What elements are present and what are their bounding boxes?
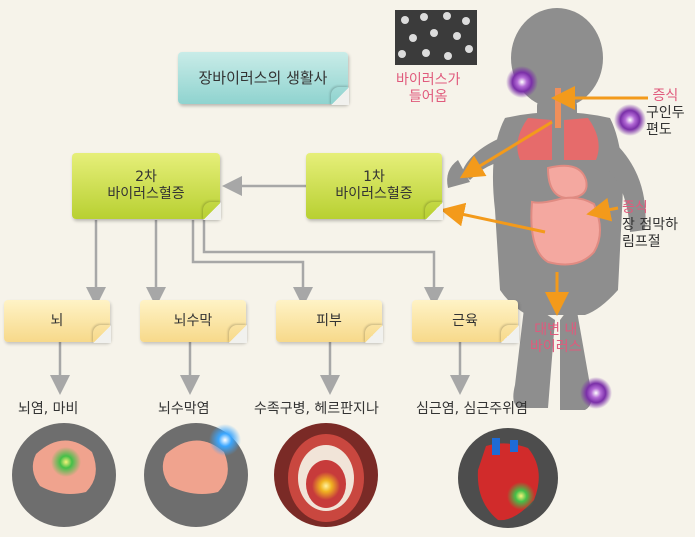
secondary-viremia-box: 2차 바이러스혈증 [72, 153, 221, 220]
brain-illustration-2 [144, 423, 248, 527]
virus-photo [395, 10, 477, 65]
entry-line2: 들어옴 [408, 89, 448, 105]
organ-label: 피부 [316, 312, 342, 329]
organ-box-skin: 피부 [276, 300, 383, 343]
page-curl-decoration [331, 87, 349, 105]
throat-line3: 편도 [646, 122, 672, 138]
stool-label: 대변 내 바이러스 [530, 322, 582, 356]
secondary-viremia-line1: 2차 [135, 169, 157, 185]
gut-line3: 림프절 [622, 234, 661, 250]
organ-label: 뇌수막 [173, 312, 213, 329]
organ-box-meninges: 뇌수막 [140, 300, 247, 343]
foot-glow [580, 377, 612, 409]
stool-line2: 바이러스 [530, 339, 582, 355]
orange-arrows [440, 86, 648, 316]
disease-label-skin: 수족구병, 헤르판지나 [254, 401, 379, 417]
secondary-viremia-line2: 바이러스혈증 [107, 186, 185, 202]
page-curl-decoration [425, 202, 443, 220]
disease-label-muscle: 심근염, 심근주위염 [416, 401, 528, 417]
throat-label: 증식 구인두 편도 [646, 88, 685, 139]
throat-glow [614, 104, 646, 136]
entry-label: 바이러스가 들어옴 [396, 72, 460, 106]
primary-viremia-box: 1차 바이러스혈증 [306, 153, 443, 220]
organ-label: 뇌 [50, 312, 64, 329]
organ-label: 근육 [452, 312, 478, 329]
organ-box-muscle: 근육 [412, 300, 519, 343]
mouth-illustration [274, 423, 378, 527]
disease-label-meninges: 뇌수막염 [158, 401, 210, 417]
page-curl-decoration [93, 325, 111, 343]
page-curl-decoration [229, 325, 247, 343]
stool-line1: 대변 내 [534, 322, 578, 338]
brain-illustration-1 [12, 423, 116, 527]
heart-illustration [458, 428, 558, 528]
page-curl-decoration [203, 202, 221, 220]
primary-viremia-line2: 바이러스혈증 [335, 186, 413, 202]
disease-label-brain: 뇌염, 마비 [18, 401, 79, 417]
page-curl-decoration [365, 325, 383, 343]
entry-glow [506, 66, 538, 98]
title-text: 장바이러스의 생활사 [198, 68, 328, 87]
throat-line2: 구인두 [646, 105, 685, 121]
gut-line2: 장 점막하 [622, 217, 678, 233]
gray-arrows [50, 176, 470, 395]
primary-viremia-line1: 1차 [363, 169, 385, 185]
intestines [530, 164, 601, 266]
gut-line1: 증식 [622, 200, 648, 216]
throat-line1: 증식 [652, 88, 679, 104]
page-curl-decoration [501, 325, 519, 343]
entry-line1: 바이러스가 [396, 72, 461, 88]
gut-label: 증식 장 점막하 림프절 [622, 200, 678, 251]
diagram-title: 장바이러스의 생활사 [178, 52, 349, 105]
organ-box-brain: 뇌 [4, 300, 111, 343]
